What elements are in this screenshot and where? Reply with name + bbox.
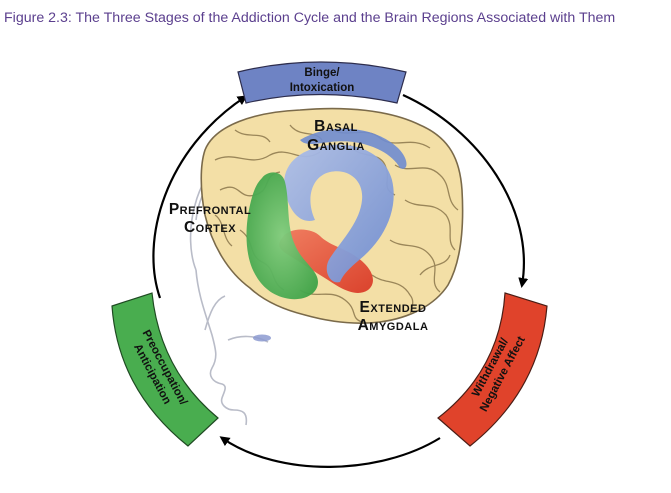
prefrontal-cortex-label-line1: Prefrontal: [169, 201, 251, 218]
prefrontal-cortex-region: [246, 172, 318, 300]
extended-amygdala-label-line1: Extended: [360, 299, 427, 316]
basal-ganglia-label-line2: Ganglia: [307, 137, 365, 154]
basal-ganglia-label-line1: Basal: [314, 118, 358, 135]
stage-binge-line2: Intoxication: [290, 82, 355, 94]
stage-banner-withdrawal: Withdrawal/ Negative Affect: [437, 292, 548, 447]
stage-banner-binge: Binge/ Intoxication: [237, 61, 407, 104]
prefrontal-cortex-label-line2: Cortex: [184, 219, 236, 236]
stage-banner-preoccupation-shape: [111, 292, 219, 447]
basal-ganglia-region: [284, 144, 394, 283]
cycle-arrow-bottom: [219, 436, 441, 468]
stage-binge-line1: Binge/: [304, 67, 340, 79]
figure-caption: Figure 2.3: The Three Stages of the Addi…: [4, 10, 616, 26]
extended-amygdala-region: [279, 229, 373, 293]
stage-banner-preoccupation: Preoccupation/ Anticipation: [111, 292, 219, 447]
basal-ganglia-tail: [300, 128, 407, 169]
eye-icon: [253, 334, 271, 342]
stage-banner-binge-shape: [237, 61, 407, 104]
stage-banner-withdrawal-shape: [437, 292, 548, 447]
cycle-arrow-top-left: [152, 95, 248, 299]
extended-amygdala-label-line2: Amygdala: [358, 317, 429, 334]
cycle-arrow-top-right: [402, 93, 529, 288]
